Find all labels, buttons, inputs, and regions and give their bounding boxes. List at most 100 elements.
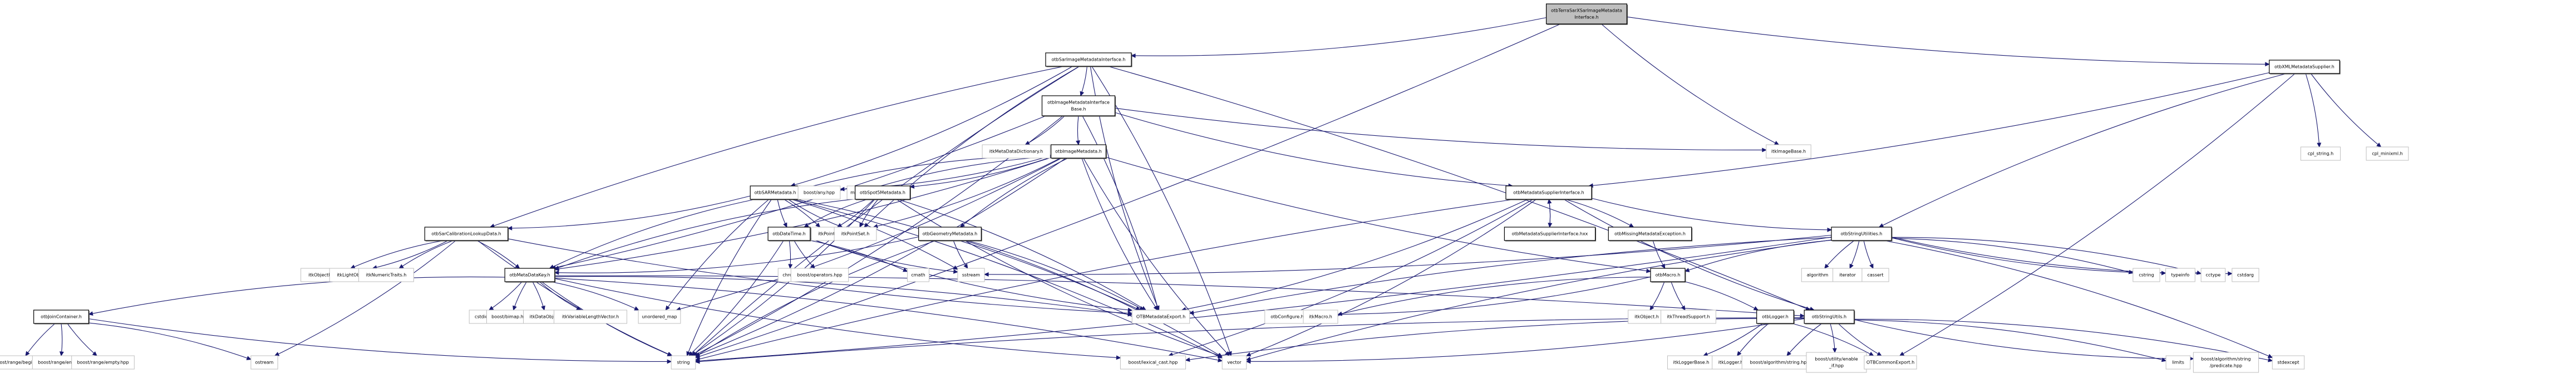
graph-edge-mdkey-to-itkvlv — [539, 281, 581, 311]
graph-edge-strutilities-to-mdexport — [1189, 237, 1832, 314]
graph-edge-msi-to-missing — [1565, 199, 1634, 228]
node-box — [2132, 268, 2160, 282]
graph-edge-sarcal-to-itkobjfac — [350, 240, 444, 269]
graph-edge-otbmacro-to-itkthread — [1671, 281, 1686, 311]
node-box — [33, 310, 90, 324]
arrowhead-icon — [909, 184, 915, 189]
graph-edge-imgmd-to-boostany — [840, 155, 1051, 190]
arrowhead-icon — [1800, 313, 1805, 318]
graph-edge-imgmd-to-string — [695, 158, 1066, 356]
graph-node-xmlms[interactable]: otbXMLMetadataSupplier.h — [2269, 60, 2341, 75]
graph-node-cmath: cmath — [907, 268, 929, 282]
graph-node-missing[interactable]: otbMissingMetadataException.h — [1608, 227, 1693, 242]
arrowhead-icon — [1702, 352, 1708, 356]
arrowhead-icon — [810, 263, 815, 269]
graph-node-boostops: boost/operators.hpp — [790, 268, 849, 282]
graph-node-msi[interactable]: otbMetadataSupplierInterface.h — [1505, 185, 1593, 200]
graph-edge-sarmd-to-mdexport — [796, 199, 1140, 311]
node-box — [2193, 352, 2259, 373]
graph-node-joincont[interactable]: otbJoinContainer.h — [33, 310, 90, 325]
graph-edge-imgmd-to-otbmacro — [1106, 156, 1651, 272]
graph-edge-imgmd-to-vector — [1083, 158, 1230, 356]
graph-edge-root-to-itkimagebase — [1601, 23, 1779, 145]
graph-edge-sarcal-to-string — [477, 240, 672, 356]
graph-node-string: string — [671, 355, 696, 370]
node-label: chrono — [782, 273, 798, 278]
graph-node-strutils[interactable]: otbStringUtils.h — [1804, 310, 1855, 325]
arrowhead-icon — [1153, 305, 1158, 311]
graph-node-iterator: iterator — [1833, 268, 1863, 282]
graph-node-sarcal[interactable]: otbSarCalibrationLookupData.h — [424, 227, 509, 242]
arrowhead-icon — [634, 306, 639, 311]
graph-edge-otbmacro-to-otbconf — [1309, 276, 1651, 315]
arrowhead-icon — [25, 351, 30, 356]
graph-node-sarmd[interactable]: otbSARMetadata.h — [750, 185, 801, 200]
graph-edge-sarcal-to-ostream — [274, 240, 456, 356]
node-box — [1120, 355, 1186, 370]
arrowhead-icon — [859, 222, 864, 228]
arrowhead-icon — [1736, 351, 1742, 356]
graph-edge-xmlms-to-cplminixml — [2311, 73, 2381, 148]
node-box — [982, 144, 1051, 159]
arrowhead-icon — [1245, 352, 1252, 357]
graph-edge-otbmacro-to-itkmacro — [1337, 277, 1651, 315]
graph-node-msihxx[interactable]: otbMetadataSupplierInterface.hxx — [1504, 227, 1597, 242]
arrowhead-icon — [688, 351, 694, 356]
graph-node-otbmacro[interactable]: otbMacro.h — [1650, 268, 1686, 283]
node-box — [1050, 144, 1106, 159]
arrowhead-icon — [2376, 143, 2382, 148]
graph-edge-imgmd-to-itkpointset — [873, 158, 1061, 228]
node-label: itkMetaDataDictionary.h — [989, 149, 1043, 154]
node-label: otbSarImageMetadataInterface.h — [1052, 57, 1126, 62]
arrowhead-icon — [1185, 357, 1190, 362]
arrowhead-icon — [686, 351, 691, 357]
node-box — [907, 268, 929, 282]
graph-node-mdkey[interactable]: otbMetaDataKey.h — [504, 268, 556, 283]
node-label: stdexcept — [2277, 360, 2299, 365]
graph-node-ostream: ostream — [250, 355, 278, 370]
graph-node-logger[interactable]: otbLogger.h — [1756, 310, 1795, 325]
node-box — [1661, 310, 1716, 324]
node-box — [957, 268, 985, 282]
node-box — [1546, 3, 1628, 24]
graph-edge-strutilities-to-cassert — [1863, 240, 1874, 269]
arrowhead-icon — [2267, 354, 2273, 359]
node-label: cpl_minixml.h — [2372, 151, 2402, 156]
arrowhead-icon — [1080, 91, 1085, 97]
graph-edge-xmlms-to-msi — [1589, 72, 2269, 186]
graph-node-spot5[interactable]: otbSpot5Metadata.h — [854, 185, 911, 200]
graph-node-mdexport: OTBMetadataExport.h — [1131, 310, 1190, 324]
graph-edge-mdkey-to-lexcast — [554, 278, 1121, 359]
arrowhead-icon — [815, 222, 821, 228]
node-label: boost/algorithm/string — [2201, 357, 2250, 362]
graph-edge-root-to-string — [695, 23, 1561, 359]
graph-node-commonexport: OTBCommonExport.h — [1864, 355, 1917, 370]
node-label: itkImageBase.h — [1771, 149, 1806, 154]
graph-node-itkpointset: itkPointSet.h — [834, 227, 877, 241]
graph-edge-imibase-to-imgmd — [1077, 115, 1079, 145]
arrowhead-icon — [667, 352, 673, 356]
arrowhead-icon — [1869, 351, 1874, 356]
arrowhead-icon — [1130, 53, 1136, 58]
arrowhead-icon — [549, 264, 555, 269]
node-label: boost/lexical_cast.hpp — [1129, 360, 1178, 365]
graph-edge-xmlms-to-strutilities — [1879, 73, 2287, 228]
graph-edge-geommd-to-mdexport — [967, 240, 1144, 311]
graph-node-datetime[interactable]: otbDateTime.h — [767, 227, 811, 242]
graph-edge-strutils-to-baststring — [1786, 323, 1823, 356]
arrowhead-icon — [398, 264, 404, 269]
graph-node-itkobject: itkObject.h — [1628, 310, 1666, 324]
graph-edge-sarimi-to-sarcal — [490, 66, 1065, 228]
graph-node-strutilities[interactable]: otbStringUtilities.h — [1831, 227, 1893, 242]
graph-edge-otbmacro-to-itkobject — [1649, 281, 1665, 311]
graph-edge-spot5-to-datetime — [804, 199, 868, 228]
graph-edge-otbmacro-to-logger — [1685, 281, 1759, 311]
graph-node-geommd[interactable]: otbGeometryMetadata.h — [918, 227, 982, 242]
arrowhead-icon — [1127, 312, 1133, 317]
graph-node-sarimi[interactable]: otbSarImageMetadataInterface.h — [1045, 52, 1132, 67]
graph-node-itkvlv: itkVariableLengthVector.h — [554, 310, 627, 324]
graph-node-imgmd[interactable]: otbImageMetadata.h — [1050, 144, 1107, 159]
node-label: otbLogger.h — [1762, 315, 1789, 320]
